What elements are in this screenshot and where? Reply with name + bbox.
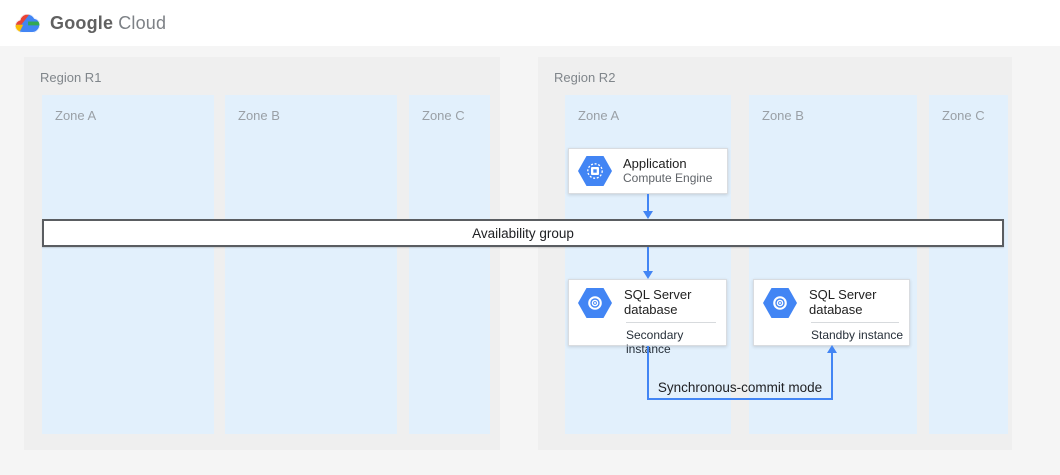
band-to-sql-arrowhead-icon: [643, 271, 653, 279]
region-r1-zone-c: Zone C: [409, 95, 490, 434]
application-title: Application: [623, 156, 687, 171]
app-to-band-line: [647, 194, 649, 212]
zone-label: Zone A: [578, 108, 620, 123]
region-r2-label: Region R2: [554, 70, 616, 85]
compute-engine-icon: [578, 156, 612, 186]
zone-label: Zone C: [942, 108, 985, 123]
region-r2-zone-c: Zone C: [929, 95, 1008, 434]
sync-connector-bottom-line: [647, 398, 833, 400]
sql-server-icon: [763, 288, 797, 318]
sql-server-icon: [578, 288, 612, 318]
sql-secondary-title: SQL Server database: [624, 287, 692, 317]
availability-group-label: Availability group: [472, 225, 574, 241]
zone-label: Zone B: [238, 108, 280, 123]
zone-label: Zone A: [55, 108, 97, 123]
google-cloud-icon: [14, 12, 41, 34]
sql-standby-title: SQL Server database: [809, 287, 877, 317]
sync-connector-arrowhead-icon: [827, 345, 837, 353]
region-r1: Region R1 Zone A Zone B Zone C: [24, 57, 500, 450]
divider: [626, 322, 716, 323]
zone-label: Zone C: [422, 108, 465, 123]
sync-connector-left-line: [647, 346, 649, 400]
region-r1-label: Region R1: [40, 70, 102, 85]
application-node: Application Compute Engine: [568, 148, 728, 194]
region-r1-zone-a: Zone A: [42, 95, 214, 434]
availability-group-band: Availability group: [42, 219, 1004, 247]
app-to-band-arrowhead-icon: [643, 211, 653, 219]
sql-secondary-instance-label: Secondary instance: [626, 328, 684, 356]
region-r1-zone-b: Zone B: [225, 95, 397, 434]
zone-label: Zone B: [762, 108, 804, 123]
diagram-canvas: Region R1 Zone A Zone B Zone C Region R2…: [0, 46, 1060, 475]
sql-secondary-node: SQL Server database Secondary instance: [568, 279, 727, 356]
band-to-sql-line: [647, 247, 649, 271]
logo-cloud-text: Cloud: [118, 12, 167, 33]
sync-connector-right-line: [831, 351, 833, 400]
application-subtitle: Compute Engine: [623, 171, 713, 185]
logo-google-text: Google: [50, 12, 114, 33]
divider: [811, 322, 899, 323]
sql-standby-instance-label: Standby instance: [811, 328, 904, 342]
sync-commit-mode-label: Synchronous-commit mode: [657, 380, 823, 395]
sql-standby-node: SQL Server database Standby instance: [753, 279, 910, 346]
region-r2-zone-b: Zone B: [749, 95, 917, 434]
